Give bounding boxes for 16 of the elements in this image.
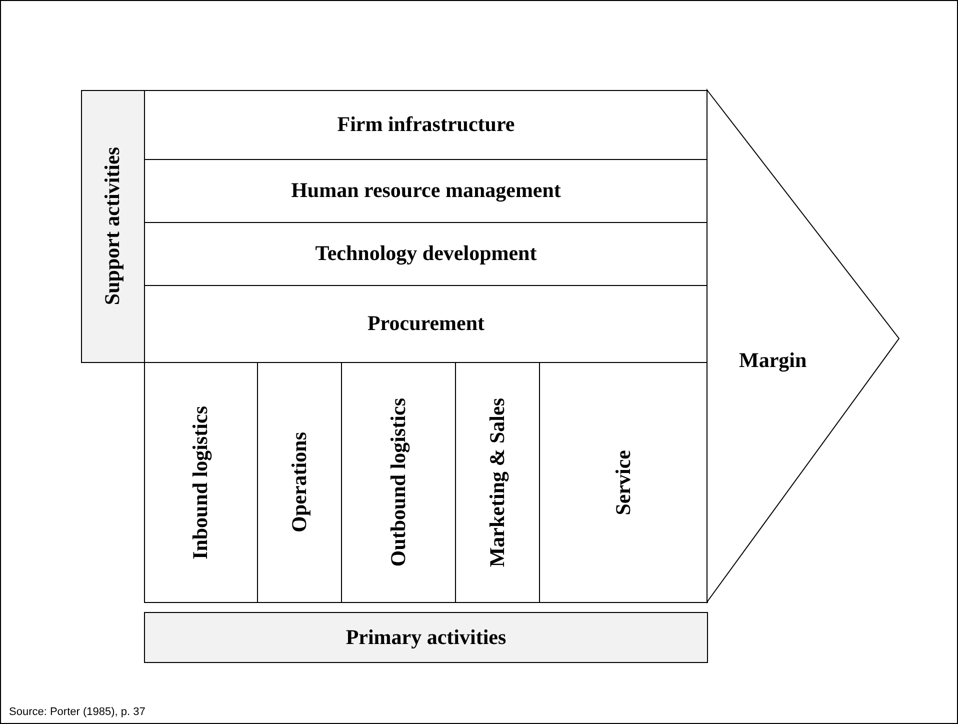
node-label: Support activities	[101, 147, 125, 306]
node-label: Marketing & Sales	[486, 398, 510, 568]
node-label: Technology development	[315, 242, 537, 266]
label-bar	[81, 90, 145, 363]
node-label: Operations	[288, 432, 312, 533]
node-label: Inbound logistics	[189, 406, 213, 560]
node-label: Outbound logistics	[386, 398, 410, 567]
node-label: Service	[612, 450, 636, 516]
node-label: Firm infrastructure	[337, 113, 515, 137]
node-label: Margin	[739, 348, 807, 372]
activity-box	[144, 362, 258, 603]
source-caption: Source: Porter (1985), p. 37	[9, 706, 146, 718]
node-label: Human resource management	[291, 179, 561, 203]
node-label: Procurement	[367, 312, 485, 336]
label-bar	[144, 612, 708, 663]
node-label: Primary activities	[346, 626, 506, 650]
